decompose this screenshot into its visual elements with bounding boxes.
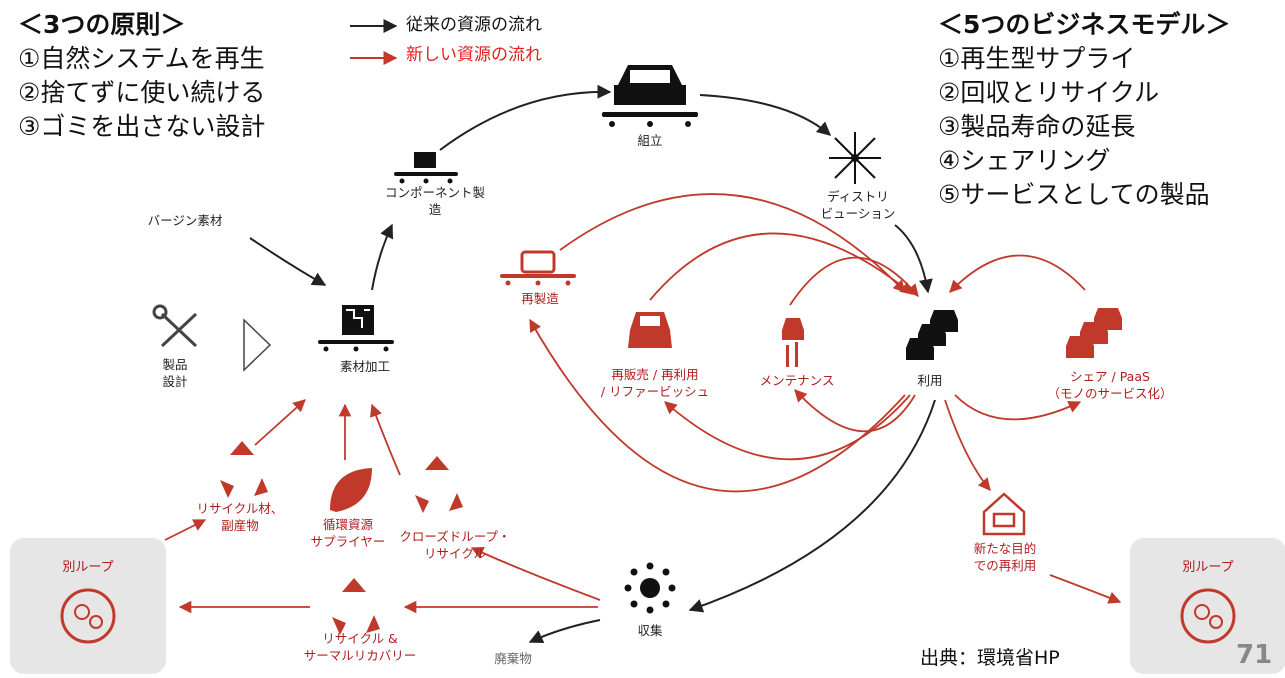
arrow-new-use-to-loop xyxy=(1049,574,1122,604)
model-5: ⑤サービスとしての製品 xyxy=(938,180,1210,209)
component-label: コンポーネント製造 xyxy=(384,185,485,217)
recycle-icon-closed xyxy=(415,456,463,513)
collection-icon xyxy=(624,562,676,614)
remanufacture-icon xyxy=(500,250,576,286)
arrow-use-to-new-use xyxy=(944,399,991,491)
model-1: ①再生型サプライ xyxy=(938,44,1136,73)
arrow-use-to-resale xyxy=(664,394,911,461)
legend-new: 新しい資源の流れ xyxy=(406,45,542,65)
recycled-label: リサイクル材、副産物 xyxy=(196,501,284,533)
arrow-distribution-to-use xyxy=(894,224,933,294)
arrow-use-to-remanufacture xyxy=(529,318,906,493)
another-loop-left-label: 別ループ xyxy=(62,560,114,575)
principles-panel: ＜3つの原則＞ ①自然システムを再生 ②捨てずに使い続ける ③ゴミを出さない設計 xyxy=(18,8,265,144)
business-models-panel: ＜5つのビジネスモデル＞ ①再生型サプライ ②回収とリサイクル ③製品寿命の延長… xyxy=(938,8,1230,212)
use-cars-icon xyxy=(906,310,958,360)
share-cars-icon xyxy=(1066,308,1122,358)
model-3: ③製品寿命の延長 xyxy=(938,112,1136,141)
arrow-share-to-use xyxy=(949,254,1086,293)
principles-title: ＜3つの原則＞ xyxy=(18,10,186,39)
design-tools-icon xyxy=(152,304,198,348)
recycle-thermal-label: リサイクル &サーマルリカバリー xyxy=(303,631,417,663)
resale-label: 再販売 / 再利用/ リファービッシュ xyxy=(600,367,710,399)
arrow-virgin-to-material xyxy=(249,237,327,286)
legend: 従来の資源の流れ 新しい資源の流れ xyxy=(350,10,542,70)
legend-conventional: 従来の資源の流れ xyxy=(406,15,542,35)
another-loop-right: 別ループ xyxy=(1130,538,1285,674)
models-title: ＜5つのビジネスモデル＞ xyxy=(938,10,1231,39)
another-loop-right-label: 別ループ xyxy=(1182,560,1234,575)
arrow-use-to-maintenance xyxy=(794,389,916,433)
distribution-icon xyxy=(829,132,881,184)
arrow-remanufacture-to-use xyxy=(559,193,906,293)
arrow-assembly-to-distribution xyxy=(699,94,832,136)
recycle-icon-thermal xyxy=(332,578,380,635)
house-icon xyxy=(982,492,1026,536)
arrow-use-to-share xyxy=(954,394,1082,421)
material-label: 素材加工 xyxy=(339,359,390,374)
arrow-collection-to-waste xyxy=(528,619,601,644)
principle-1: ①自然システムを再生 xyxy=(18,44,265,73)
gears-icon xyxy=(60,588,116,644)
arrow-resale-to-use xyxy=(649,232,913,301)
resale-car-icon xyxy=(628,312,672,348)
distribution-label: ディストリビューション xyxy=(820,189,896,221)
play-triangle-icon xyxy=(243,318,272,372)
component-icon xyxy=(394,152,458,184)
collection-label: 収集 xyxy=(637,623,663,638)
waste-label: 廃棄物 xyxy=(494,651,532,666)
arrow-closed-loop-to-material xyxy=(370,403,401,476)
maintenance-icon xyxy=(782,318,804,367)
source-note: 出典：環境省HP xyxy=(920,647,1060,669)
another-loop-left: 別ループ xyxy=(10,538,166,674)
use-label: 利用 xyxy=(917,373,943,388)
virgin-material-label: バージン素材 xyxy=(147,213,223,228)
closed-loop-label: クローズドループ・リサイクル xyxy=(399,529,511,561)
remanufacture-label: 再製造 xyxy=(521,291,559,306)
share-label: シェア / PaaS（モノのサービス化） xyxy=(1047,369,1173,401)
arrow-collection-to-closed-loop xyxy=(470,546,601,601)
page-number: 71 xyxy=(1236,640,1273,670)
maintenance-label: メンテナンス xyxy=(759,373,835,388)
arrow-component-to-assembly xyxy=(439,84,612,151)
principle-2: ②捨てずに使い続ける xyxy=(18,78,266,107)
arrow-loop-to-recycled xyxy=(164,519,207,541)
model-2: ②回収とリサイクル xyxy=(938,78,1160,107)
arrow-recycled-to-material xyxy=(254,399,306,446)
design-label: 製品設計 xyxy=(162,357,188,389)
arrow-material-to-component xyxy=(371,223,394,291)
gears-icon xyxy=(1180,588,1236,644)
arrow-use-to-collection xyxy=(688,399,936,613)
new-use-label: 新たな目的での再利用 xyxy=(973,541,1037,573)
recycle-icon-recycled xyxy=(220,441,268,498)
arrow-maintenance-to-use xyxy=(789,256,919,306)
principle-3: ③ゴミを出さない設計 xyxy=(18,112,266,141)
assembly-icon xyxy=(602,65,698,127)
model-4: ④シェアリング xyxy=(938,146,1111,175)
circular-supplier-label: 循環資源サプライヤー xyxy=(310,517,386,549)
leaf-icon xyxy=(330,468,372,512)
material-icon xyxy=(318,305,394,352)
assembly-label: 組立 xyxy=(637,133,663,148)
